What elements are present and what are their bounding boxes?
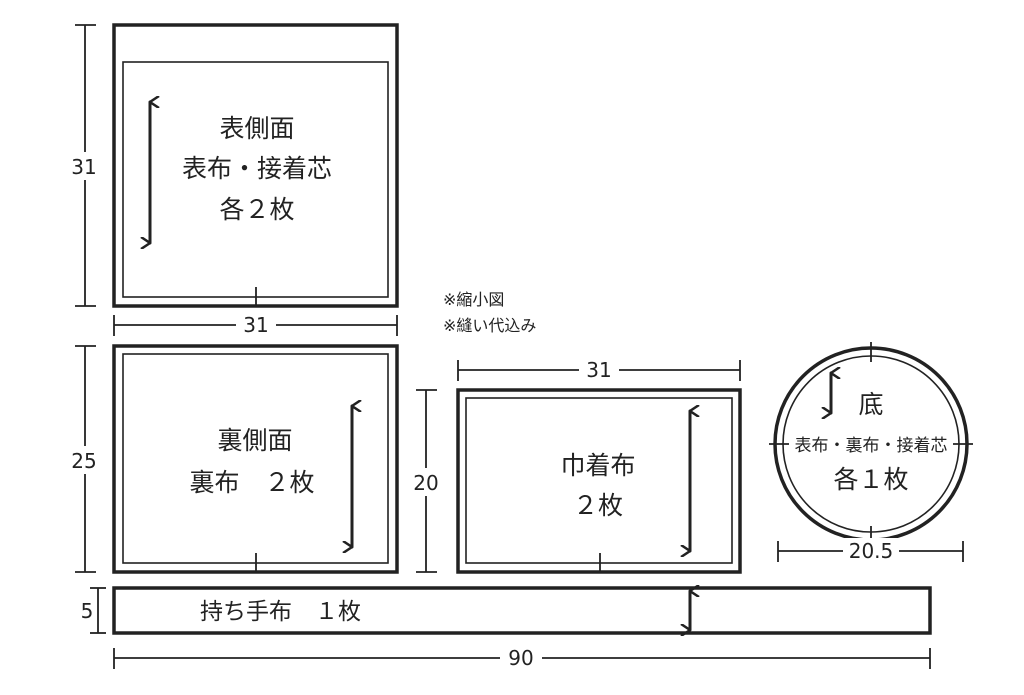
front-side-height: 31	[71, 155, 96, 179]
handle-piece: 持ち手布 １枚 5 90	[78, 588, 932, 671]
handle-label: 持ち手布 １枚	[200, 599, 361, 625]
front-side-material: 表布・接着芯	[182, 154, 332, 183]
note-seam-allowance: ※縫い代込み	[443, 316, 536, 335]
drawstring-piece: 巾着布 ２枚 31 20	[407, 357, 742, 574]
bottom-count: 各１枚	[833, 465, 908, 494]
front-side-width: 31	[243, 313, 268, 337]
front-side-piece: 表側面 表布・接着芯 各２枚 31 31	[66, 23, 399, 338]
back-side-height: 25	[71, 449, 96, 473]
handle-height: 5	[81, 599, 94, 623]
front-side-title: 表側面	[219, 114, 294, 143]
back-side-title: 裏側面	[217, 426, 292, 455]
note-reduced: ※縮小図	[443, 290, 504, 309]
drawstring-height: 20	[413, 471, 438, 495]
back-side-piece: 裏側面 裏布 ２枚 25	[66, 344, 399, 574]
drawstring-title: 巾着布	[560, 451, 635, 480]
bottom-diameter: 20.5	[849, 539, 894, 563]
back-side-material: 裏布 ２枚	[189, 468, 314, 497]
bottom-material: 表布・裏布・接着芯	[795, 435, 948, 456]
front-side-count: 各２枚	[219, 195, 294, 224]
bottom-piece: 底 表布・裏布・接着芯 各１枚 20.5	[769, 342, 973, 564]
drawstring-count: ２枚	[573, 491, 623, 520]
handle-width: 90	[508, 646, 533, 670]
drawstring-width: 31	[586, 358, 611, 382]
bottom-title: 底	[858, 390, 883, 419]
